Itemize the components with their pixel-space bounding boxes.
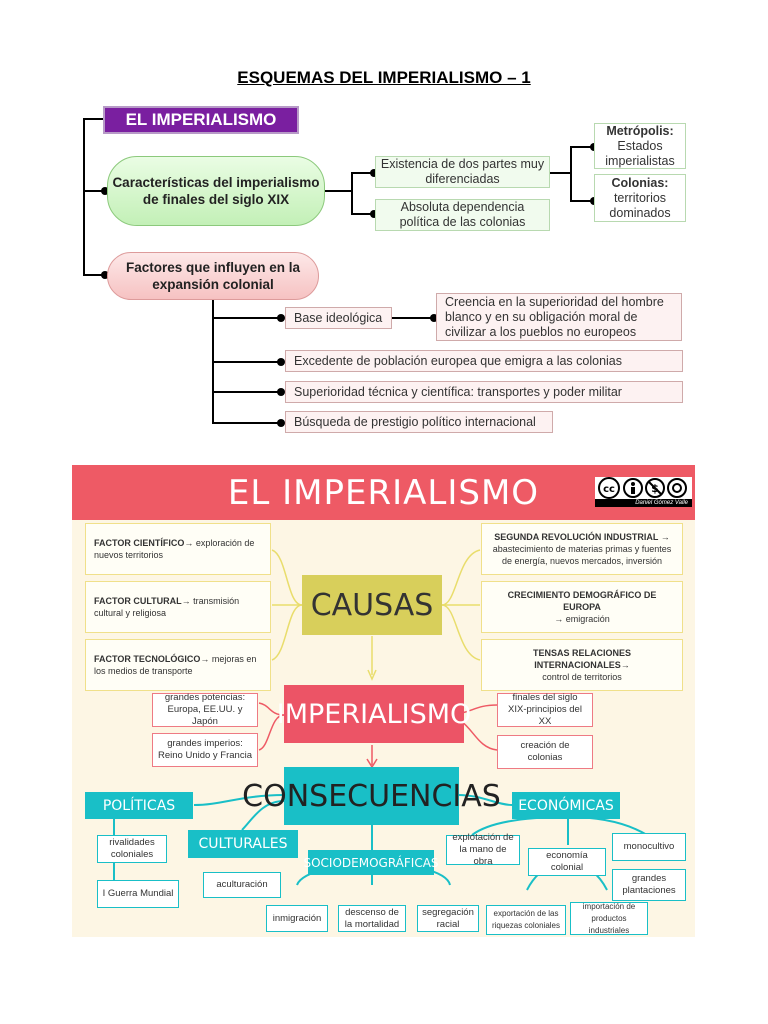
causas-node: CAUSAS [302, 575, 442, 635]
trunk-line [83, 118, 85, 276]
branch-line [83, 274, 105, 276]
relaciones-internacionales-card: TENSAS RELACIONES INTERNACIONALES→contro… [481, 639, 683, 691]
connector [212, 391, 280, 393]
sociodemograficas-header: SOCIODEMOGRÁFICAS [303, 850, 439, 875]
mortalidad-card: descenso de la mortalidad [338, 905, 406, 932]
banner-title: EL IMPERIALISMO [72, 465, 695, 520]
culturales-header: CULTURALES [188, 830, 298, 858]
factor-text: TENSAS RELACIONES INTERNACIONALES→contro… [532, 648, 631, 682]
connector [351, 172, 353, 214]
plantaciones-card: grandes plantaciones [612, 869, 686, 901]
caracteristicas-pill: Características del imperialismo de fina… [107, 156, 325, 226]
node-dot [101, 271, 109, 279]
svg-text:cc: cc [603, 484, 615, 495]
factor-text: CRECIMIENTO DEMOGRÁFICO DE EUROPA→ emigr… [507, 590, 657, 624]
node-dot [277, 314, 285, 322]
colonias-label: Colonias: [611, 175, 669, 190]
node-dot [370, 169, 378, 177]
connector [212, 317, 280, 319]
connector [212, 422, 280, 424]
exportacion-card: exportación de las riquezas coloniales [486, 905, 566, 935]
branch-line [83, 190, 105, 192]
factor-text: FACTOR CIENTÍFICO→ exploración de nuevos… [94, 538, 255, 560]
excedente-box: Excedente de población europea que emigr… [285, 350, 683, 372]
dos-partes-box: Existencia de dos partes muy diferenciad… [375, 156, 550, 188]
imperialismo-node: IMPERIALISMO [277, 685, 471, 743]
connector [212, 361, 280, 363]
scheme-imperialismo-1: EL IMPERIALISMO Características del impe… [70, 96, 695, 441]
base-ideologica-box: Base ideológica [285, 307, 392, 329]
revolucion-industrial-card: SEGUNDA REVOLUCIÓN INDUSTRIAL →abastecim… [481, 523, 683, 575]
factor-text: SEGUNDA REVOLUCIÓN INDUSTRIAL →abastecim… [492, 532, 672, 566]
economia-colonial-card: economía colonial [528, 848, 606, 876]
connector [325, 190, 351, 192]
connector [570, 146, 572, 202]
crecimiento-demografico-card: CRECIMIENTO DEMOGRÁFICO DE EUROPA→ emigr… [481, 581, 683, 633]
metropolis-label: Metrópolis: [606, 123, 674, 138]
consecuencias-node: CONSECUENCIAS [242, 767, 501, 825]
factor-cientifico-card: FACTOR CIENTÍFICO→ exploración de nuevos… [85, 523, 271, 575]
inmigracion-card: inmigración [266, 905, 328, 932]
economicas-header: ECONÓMICAS [512, 792, 620, 819]
factor-text: FACTOR TECNOLÓGICO→ mejoras en los medio… [94, 654, 257, 676]
metropolis-box: Metrópolis: Estados imperialistas [594, 123, 686, 169]
finales-siglo-card: finales del siglo XIX-principios del XX [497, 692, 593, 727]
factor-text: FACTOR CULTURAL→ transmisión cultural y … [94, 596, 240, 618]
node-dot [277, 388, 285, 396]
importacion-card: importación de productos industriales [570, 902, 648, 935]
node-dot [370, 210, 378, 218]
author-credit: Daniel Gómez Valle [635, 500, 688, 506]
branch-line [83, 118, 103, 120]
node-dot [101, 187, 109, 195]
node-dot [430, 314, 438, 322]
scheme1-header: EL IMPERIALISMO [103, 106, 299, 134]
segregacion-card: segregación racial [417, 905, 479, 932]
creencia-box: Creencia en la superioridad del hombre b… [436, 293, 682, 341]
busqueda-box: Búsqueda de prestigio político internaci… [285, 411, 553, 433]
connector [550, 172, 570, 174]
page-title: ESQUEMAS DEL IMPERIALISMO – 1 [237, 68, 531, 87]
connector [351, 172, 375, 174]
factores-pill: Factores que influyen en la expansión co… [107, 252, 319, 300]
dependencia-box: Absoluta dependencia política de las col… [375, 199, 550, 231]
connector [392, 317, 432, 319]
monocultivo-card: monocultivo [612, 833, 686, 861]
colonias-text: territorios dominados [609, 190, 671, 220]
grandes-imperios-card: grandes imperios: Reino Unido y Francia [152, 733, 258, 767]
connector [570, 200, 594, 202]
connector [570, 146, 594, 148]
node-dot [277, 358, 285, 366]
colonias-box: Colonias: territorios dominados [594, 174, 686, 222]
aculturacion-card: aculturación [203, 872, 281, 898]
cc-license-icons: cc $ [595, 477, 692, 507]
rivalidades-card: rivalidades coloniales [97, 835, 167, 863]
politicas-header: POLÍTICAS [85, 792, 193, 819]
factor-cultural-card: FACTOR CULTURAL→ transmisión cultural y … [85, 581, 271, 633]
explotacion-card: explotación de la mano de obra [446, 832, 520, 867]
grandes-potencias-card: grandes potencias: Europa, EE.UU. y Japó… [152, 692, 258, 727]
guerra-mundial-card: I Guerra Mundial [97, 880, 179, 908]
creacion-colonias-card: creación de colonias [497, 735, 593, 769]
scheme-imperialismo-2: EL IMPERIALISMO cc $ Daniel Gómez Valle … [72, 465, 695, 937]
metropolis-text: Estados imperialistas [605, 138, 675, 168]
node-dot [277, 419, 285, 427]
superioridad-box: Superioridad técnica y científica: trans… [285, 381, 683, 403]
cc-license-badge: cc $ Daniel Gómez Valle [595, 477, 692, 507]
factor-tecnologico-card: FACTOR TECNOLÓGICO→ mejoras en los medio… [85, 639, 271, 691]
connector [351, 213, 375, 215]
